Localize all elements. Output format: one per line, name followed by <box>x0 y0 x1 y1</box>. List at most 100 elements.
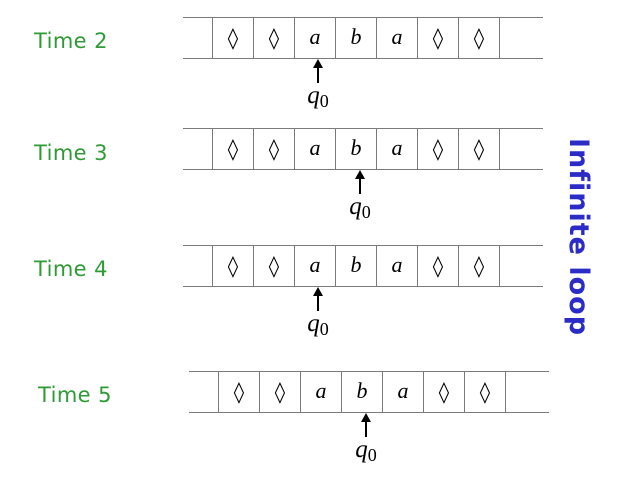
tape-symbol: a <box>315 378 327 403</box>
blank-symbol: ◊ <box>473 136 485 161</box>
blank-symbol: ◊ <box>473 253 485 278</box>
time-label: Time 5 <box>38 383 112 407</box>
state-label: q0 <box>288 83 348 110</box>
blank-symbol: ◊ <box>432 25 444 50</box>
tape-cell: ◊ <box>459 18 500 58</box>
tape-cell: ◊ <box>424 372 465 412</box>
blank-symbol: ◊ <box>479 379 491 404</box>
time-label: Time 2 <box>34 29 108 53</box>
tape-symbol: a <box>391 24 403 49</box>
tape-cell: ◊ <box>213 129 254 169</box>
blank-symbol: ◊ <box>432 253 444 278</box>
state-subscript: 0 <box>361 202 371 222</box>
tape-cell <box>189 372 219 412</box>
tape-cell <box>183 18 213 58</box>
head-arrow-up-icon <box>330 170 390 194</box>
tape-cell <box>506 372 549 412</box>
blank-symbol: ◊ <box>233 379 245 404</box>
arrow-tip <box>361 413 371 422</box>
tape-head: q0 <box>288 59 348 110</box>
tape-symbol: b <box>356 378 368 403</box>
tape-cell: b <box>336 246 377 286</box>
tape-symbol: a <box>397 378 409 403</box>
blank-symbol: ◊ <box>473 25 485 50</box>
tape-cell: ◊ <box>465 372 506 412</box>
tape: ◊ ◊ a b a ◊ ◊ <box>183 245 543 287</box>
tape-cell: a <box>295 18 336 58</box>
state-name: q <box>307 82 320 109</box>
state-label: q0 <box>288 311 348 338</box>
infinite-loop-annotation: Infinite loop <box>563 138 594 337</box>
tape-cell: ◊ <box>213 246 254 286</box>
tape-cell: a <box>301 372 342 412</box>
tape-symbol: a <box>391 252 403 277</box>
tape-cell: ◊ <box>219 372 260 412</box>
state-subscript: 0 <box>367 445 377 465</box>
time-label: Time 4 <box>34 257 108 281</box>
head-arrow-up-icon <box>288 287 348 311</box>
state-name: q <box>355 436 368 463</box>
blank-symbol: ◊ <box>268 25 280 50</box>
tape-cell: a <box>377 18 418 58</box>
blank-symbol: ◊ <box>432 136 444 161</box>
tape-cell <box>500 246 543 286</box>
state-name: q <box>349 193 362 220</box>
tape-cell: a <box>383 372 424 412</box>
tape: ◊ ◊ a b a ◊ ◊ <box>183 17 543 59</box>
state-subscript: 0 <box>319 319 329 339</box>
tape-cell: ◊ <box>418 246 459 286</box>
blank-symbol: ◊ <box>438 379 450 404</box>
state-name: q <box>307 310 320 337</box>
tape-cell: a <box>295 129 336 169</box>
state-label: q0 <box>336 437 396 464</box>
arrow-tip <box>355 170 365 179</box>
tape-cell: ◊ <box>459 246 500 286</box>
blank-symbol: ◊ <box>227 253 239 278</box>
tape-cell: b <box>336 129 377 169</box>
blank-symbol: ◊ <box>268 136 280 161</box>
tape-symbol: a <box>309 252 321 277</box>
tape-cell: ◊ <box>418 129 459 169</box>
head-arrow-up-icon <box>336 413 396 437</box>
tape-cell: ◊ <box>459 129 500 169</box>
tape-symbol: b <box>350 252 362 277</box>
arrow-shaft <box>317 293 319 311</box>
tape-cell: ◊ <box>213 18 254 58</box>
state-subscript: 0 <box>319 91 329 111</box>
blank-symbol: ◊ <box>274 379 286 404</box>
tape-cell <box>500 18 543 58</box>
tape-head: q0 <box>288 287 348 338</box>
tape-cell: ◊ <box>254 18 295 58</box>
tape-symbol: a <box>309 24 321 49</box>
time-label: Time 3 <box>34 141 108 165</box>
tape-cell: a <box>377 129 418 169</box>
tape-cell: ◊ <box>254 129 295 169</box>
tape-symbol: b <box>350 24 362 49</box>
tape-cell: b <box>342 372 383 412</box>
arrow-tip <box>313 287 323 296</box>
tape-cell: a <box>377 246 418 286</box>
tape-cell: ◊ <box>260 372 301 412</box>
tape-cell <box>183 129 213 169</box>
head-arrow-up-icon <box>288 59 348 83</box>
blank-symbol: ◊ <box>227 25 239 50</box>
tape-cell <box>500 129 543 169</box>
tape-cell <box>183 246 213 286</box>
state-label: q0 <box>330 194 390 221</box>
arrow-shaft <box>365 419 367 437</box>
tape-symbol: a <box>391 135 403 160</box>
arrow-tip <box>313 59 323 68</box>
tape-head: q0 <box>330 170 390 221</box>
blank-symbol: ◊ <box>227 136 239 161</box>
tape-head: q0 <box>336 413 396 464</box>
tape-cell: b <box>336 18 377 58</box>
tape-cell: ◊ <box>418 18 459 58</box>
tape-cell: a <box>295 246 336 286</box>
blank-symbol: ◊ <box>268 253 280 278</box>
arrow-shaft <box>359 176 361 194</box>
tape-symbol: a <box>309 135 321 160</box>
tape-cell: ◊ <box>254 246 295 286</box>
arrow-shaft <box>317 65 319 83</box>
